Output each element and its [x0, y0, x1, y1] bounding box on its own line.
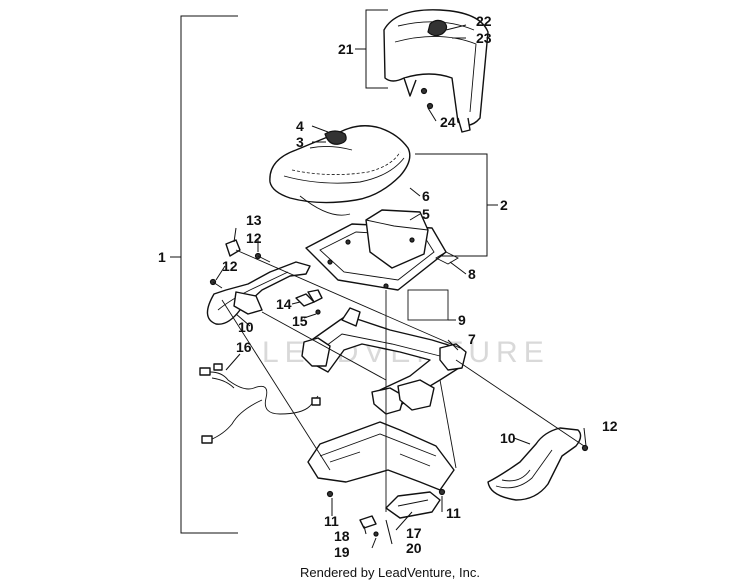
callout-3: 3 — [296, 134, 304, 150]
callout-21: 21 — [338, 41, 354, 57]
footer-credit: Rendered by LeadVenture, Inc. — [300, 565, 480, 580]
bracket-21 — [355, 9, 388, 89]
callout-15: 15 — [292, 313, 308, 329]
callout-labels: 1 2 3 4 5 6 7 8 9 10 10 11 11 12 12 12 1… — [158, 13, 618, 560]
assembly-lines — [221, 249, 585, 512]
wiring-harness — [199, 363, 321, 444]
callout-17: 17 — [406, 525, 422, 541]
callout-12-right: 12 — [602, 418, 618, 434]
callout-9: 9 — [458, 312, 466, 328]
callout-16: 16 — [236, 339, 252, 355]
callout-7: 7 — [468, 331, 476, 347]
callout-11-right: 11 — [446, 505, 461, 521]
callout-19: 19 — [334, 544, 350, 560]
callout-8: 8 — [468, 266, 476, 282]
callout-10-left: 10 — [238, 319, 254, 335]
right-handle — [487, 427, 589, 501]
callout-6: 6 — [422, 188, 430, 204]
storage-tray — [305, 209, 447, 291]
decal-9 — [407, 289, 449, 321]
callout-12-top: 12 — [246, 230, 262, 246]
callout-14: 14 — [276, 296, 292, 312]
callout-23: 23 — [476, 30, 492, 46]
callout-2: 2 — [500, 197, 508, 213]
left-handle — [206, 261, 311, 325]
base-rails — [307, 421, 455, 537]
callout-13: 13 — [246, 212, 262, 228]
seat-cushion — [269, 125, 411, 216]
callout-1: 1 — [158, 249, 166, 265]
backrest — [383, 9, 489, 133]
decal-8 — [435, 251, 459, 265]
callout-5: 5 — [422, 206, 430, 222]
hardware-left — [209, 239, 323, 315]
callout-22: 22 — [476, 13, 492, 29]
bracket-1 — [170, 15, 238, 534]
bracket-2 — [415, 153, 498, 257]
callout-10-right: 10 — [500, 430, 516, 446]
callout-20: 20 — [406, 540, 422, 556]
leader-lines — [215, 24, 587, 549]
callout-11-left: 11 — [324, 513, 339, 529]
seat-frame — [301, 307, 467, 415]
callout-4: 4 — [296, 118, 304, 134]
callout-18: 18 — [334, 528, 350, 544]
callout-24: 24 — [440, 114, 456, 130]
callout-12-left: 12 — [222, 258, 238, 274]
